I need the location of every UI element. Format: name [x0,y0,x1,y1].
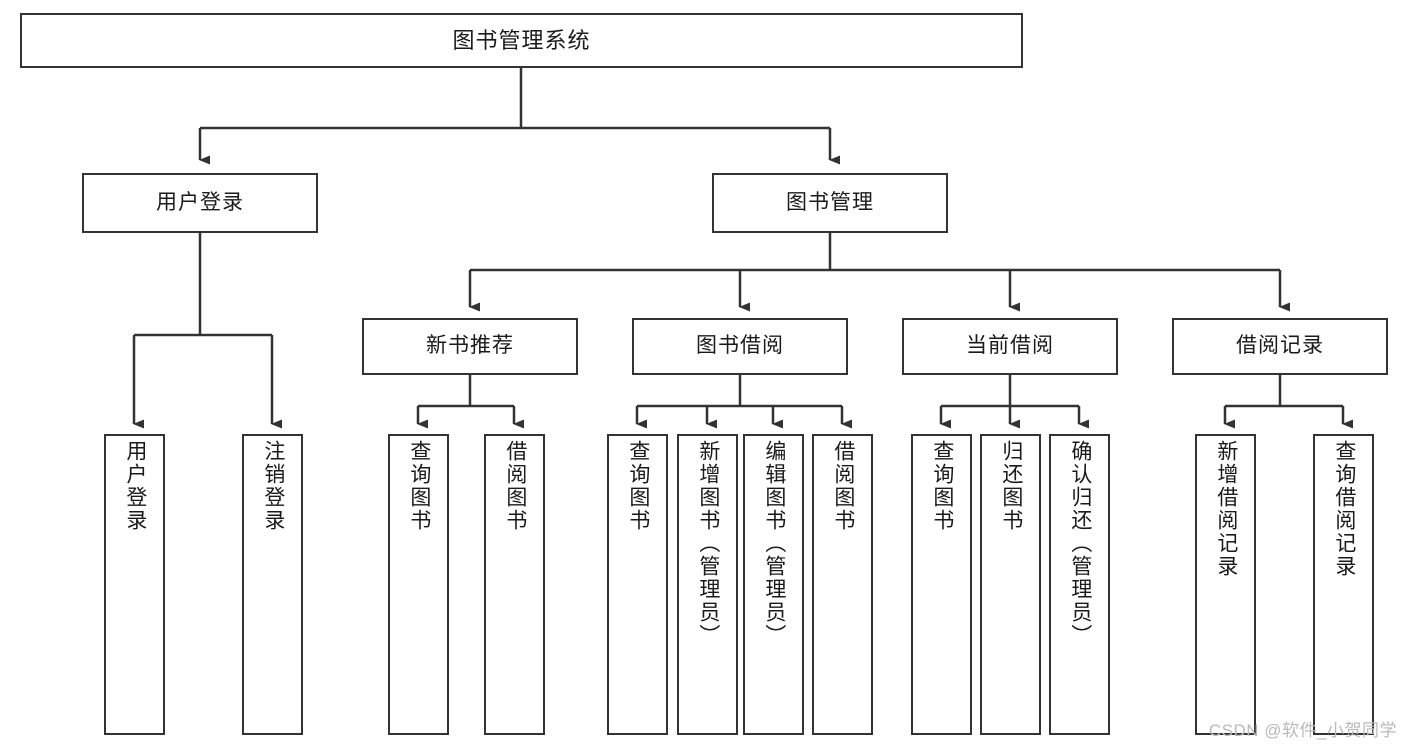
leaf-new-book-borrow-label: 借阅图书 [503,440,527,532]
node-borrow-record[interactable]: 借阅记录 [1172,318,1388,375]
node-book-management-label: 图书管理 [786,190,874,214]
node-new-book-recommend-label: 新书推荐 [426,334,514,358]
leaf-borrow-edit-book-label: 编辑图书（管理员） [762,440,786,647]
node-user-login[interactable]: 用户登录 [82,173,318,233]
node-new-book-recommend[interactable]: 新书推荐 [362,318,578,375]
leaf-new-book-query[interactable]: 查询图书 [388,434,449,735]
leaf-current-query-book[interactable]: 查询图书 [911,434,972,735]
leaf-borrow-borrow-book[interactable]: 借阅图书 [812,434,873,735]
node-book-borrow-label: 图书借阅 [696,334,784,358]
leaf-current-confirm-return-label: 确认归还（管理员） [1068,440,1092,647]
leaf-new-book-borrow[interactable]: 借阅图书 [484,434,545,735]
node-book-management[interactable]: 图书管理 [712,173,948,233]
node-root[interactable]: 图书管理系统 [20,13,1023,68]
leaf-current-confirm-return[interactable]: 确认归还（管理员） [1049,434,1110,735]
leaf-new-book-query-label: 查询图书 [407,440,431,532]
leaf-current-query-book-label: 查询图书 [930,440,954,532]
leaf-borrow-add-book-label: 新增图书（管理员） [696,440,720,647]
node-book-borrow[interactable]: 图书借阅 [632,318,848,375]
leaf-user-login-login-label: 用户登录 [123,440,147,532]
leaf-current-return-book[interactable]: 归还图书 [980,434,1041,735]
leaf-record-add-record[interactable]: 新增借阅记录 [1195,434,1256,735]
csdn-watermark: CSDN @软件_小贺同学 [1208,721,1397,740]
node-user-login-label: 用户登录 [156,190,244,214]
leaf-user-login-logout[interactable]: 注销登录 [242,434,303,735]
leaf-borrow-edit-book[interactable]: 编辑图书（管理员） [743,434,804,735]
node-root-label: 图书管理系统 [452,27,591,53]
leaf-record-query-record[interactable]: 查询借阅记录 [1313,434,1374,735]
node-current-borrow[interactable]: 当前借阅 [902,318,1118,375]
node-borrow-record-label: 借阅记录 [1236,334,1324,358]
leaf-record-add-record-label: 新增借阅记录 [1214,440,1238,578]
leaf-user-login-login[interactable]: 用户登录 [104,434,165,735]
leaf-current-return-book-label: 归还图书 [999,440,1023,532]
leaf-borrow-query-book[interactable]: 查询图书 [607,434,668,735]
leaf-record-query-record-label: 查询借阅记录 [1332,440,1356,578]
node-current-borrow-label: 当前借阅 [966,334,1054,358]
leaf-borrow-query-book-label: 查询图书 [626,440,650,532]
leaf-borrow-add-book[interactable]: 新增图书（管理员） [677,434,738,735]
leaf-user-login-logout-label: 注销登录 [261,440,285,532]
leaf-borrow-borrow-book-label: 借阅图书 [831,440,855,532]
